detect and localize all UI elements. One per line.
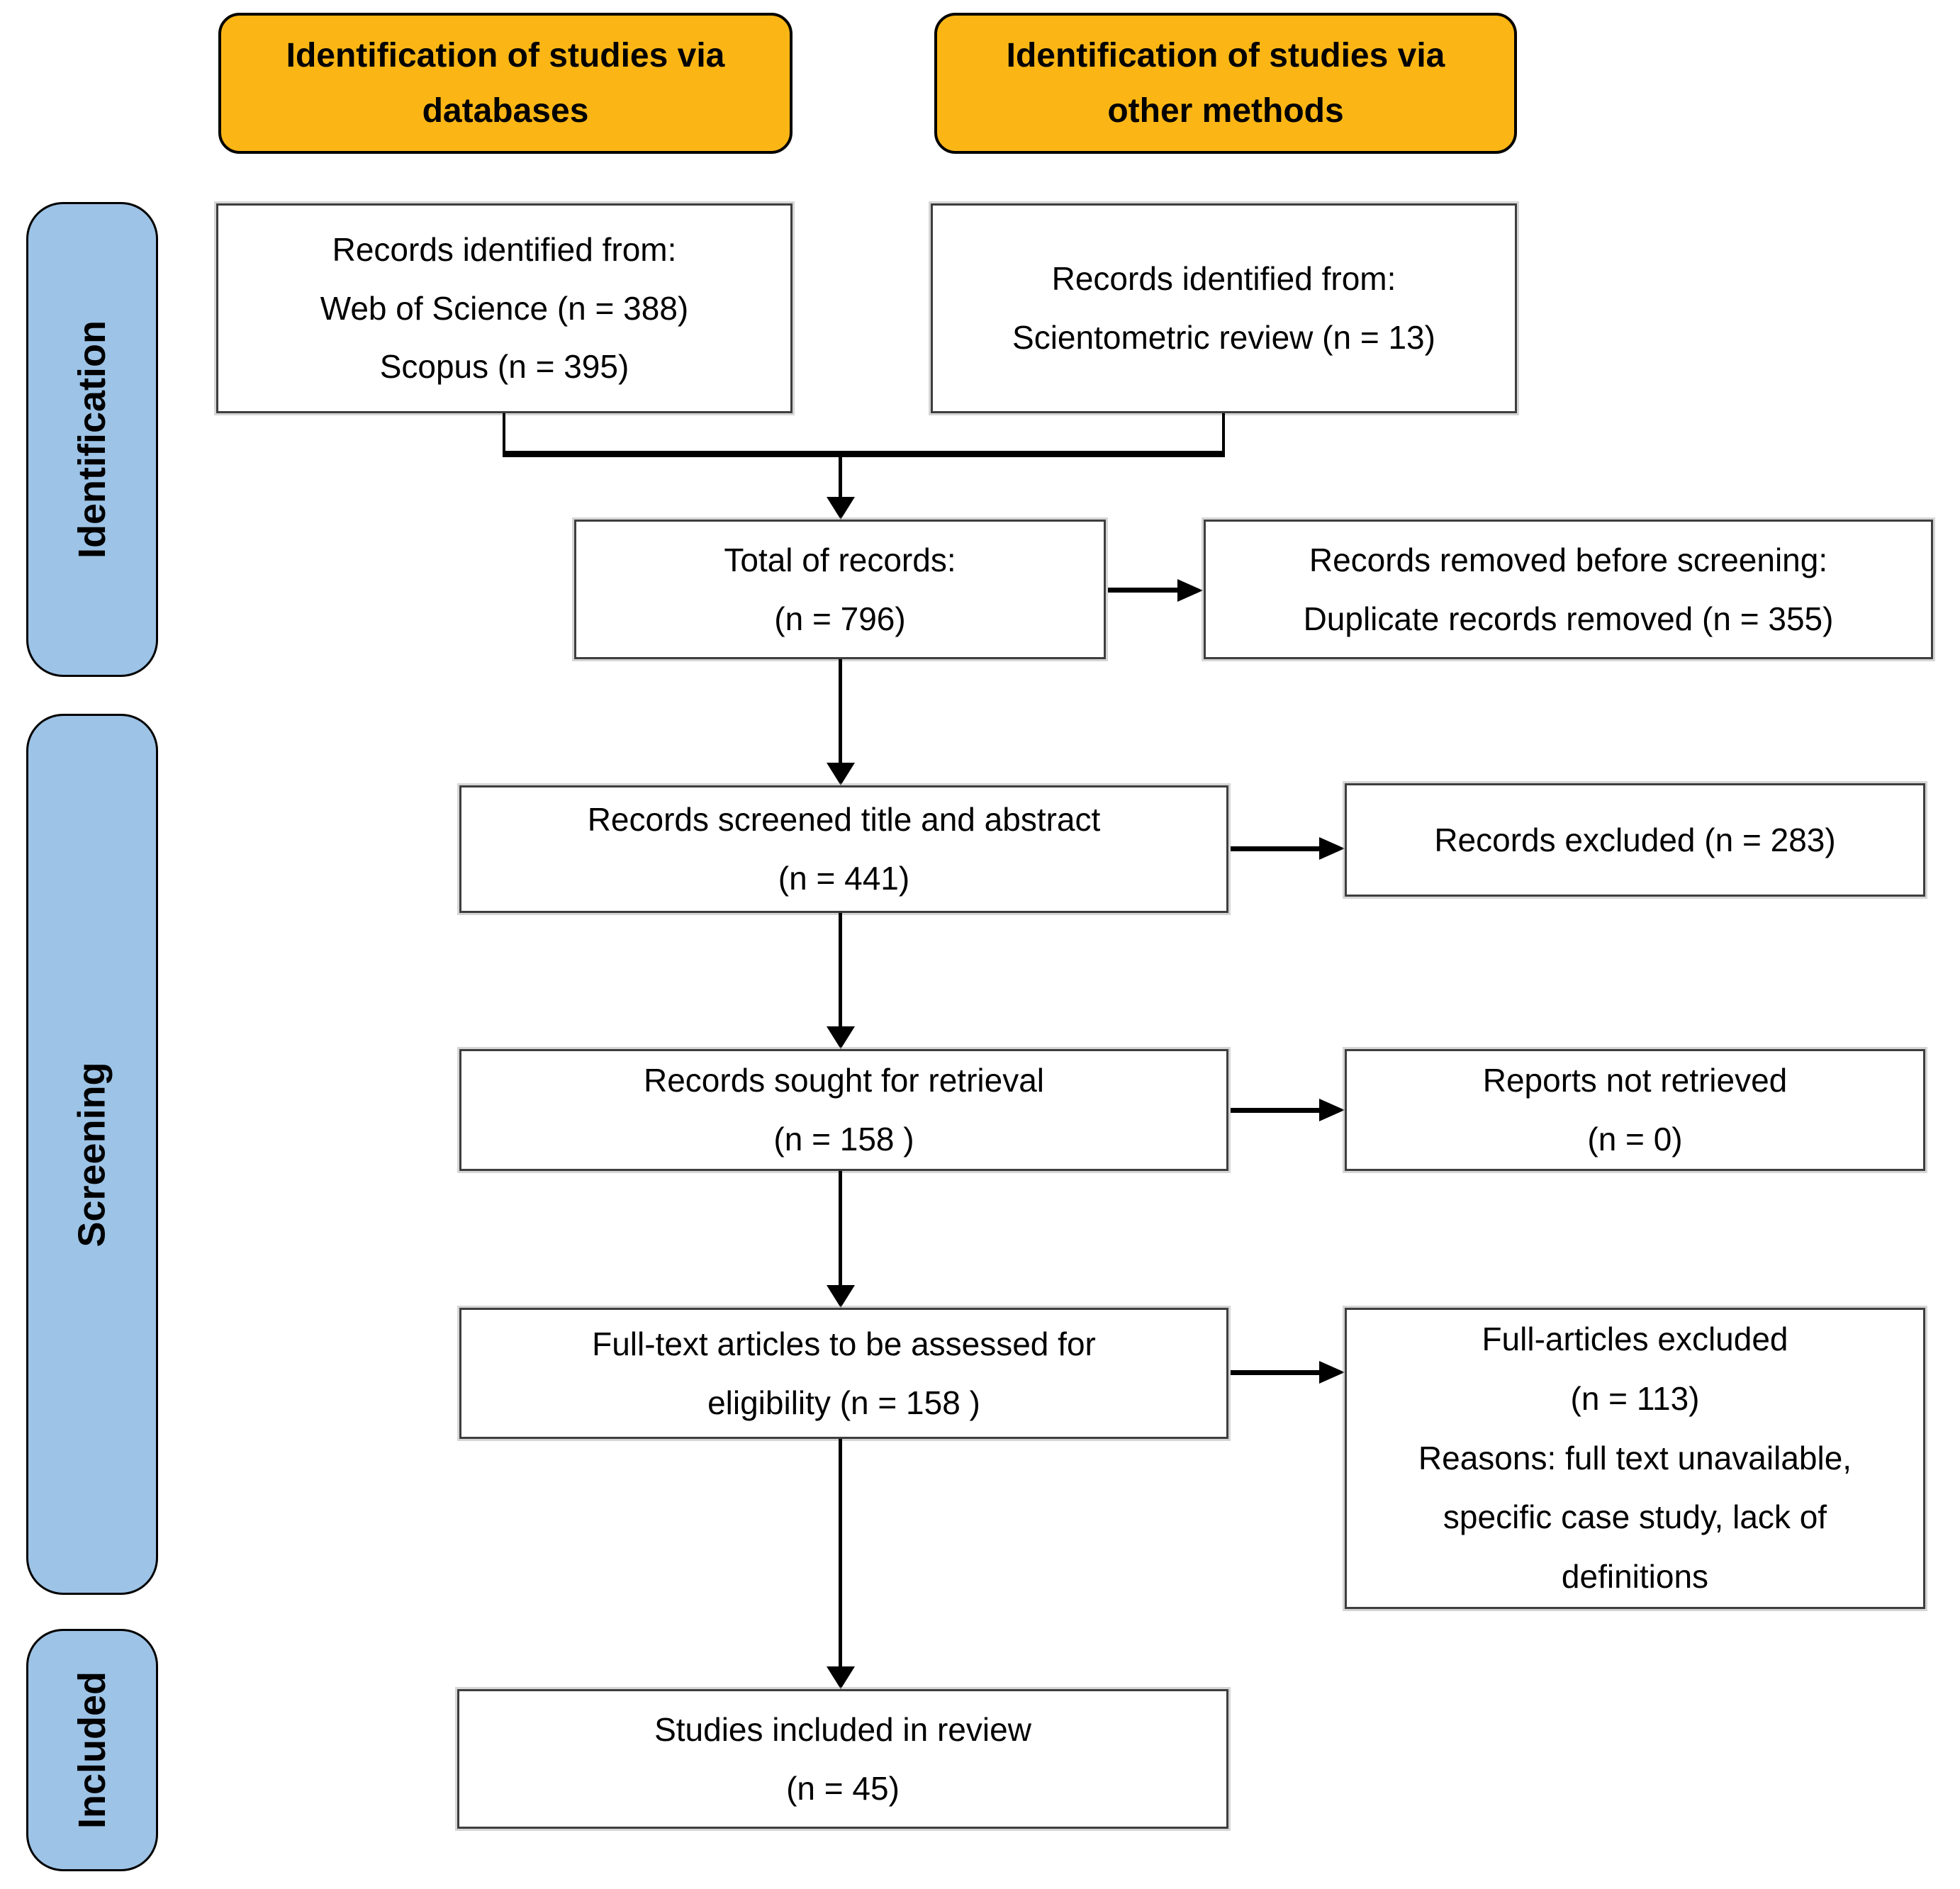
stage-screening-label: Screening (71, 1061, 113, 1248)
connector-stub-right (1222, 413, 1225, 454)
arrow-screened-to-excluded-head (1319, 837, 1345, 860)
arrow-screened-to-sought-head (827, 1026, 855, 1049)
arrow-merge-to-total-head (827, 497, 855, 520)
arrow-sought-to-fulltext-head (827, 1285, 855, 1308)
arrow-total-to-removed-line (1108, 588, 1179, 593)
stage-identification-label: Identification (71, 320, 113, 559)
box-fullarticles-excluded-text: Full-articles excluded (n = 113) Reasons… (1418, 1321, 1852, 1596)
stage-included-label: Included (71, 1671, 114, 1829)
arrow-sought-to-notretrieved-head (1319, 1099, 1345, 1121)
box-fulltext-assessed-text: Full-text articles to be assessed for el… (592, 1325, 1096, 1421)
box-records-removed: Records removed before screening: Duplic… (1204, 520, 1933, 659)
box-records-removed-text: Records removed before screening: Duplic… (1303, 541, 1834, 637)
header-identification-via-databases-text: Identification of studies via databases (286, 36, 725, 130)
box-records-sought-text: Records sought for retrieval (n = 158 ) (643, 1062, 1045, 1157)
box-total-records-text: Total of records: (n = 796) (724, 541, 956, 637)
box-records-excluded-text: Records excluded (n = 283) (1434, 821, 1836, 858)
connector-stub-left (503, 413, 505, 454)
arrow-fulltext-to-excluded-line (1231, 1370, 1320, 1375)
box-records-identified-databases: Records identified from: Web of Science … (216, 203, 793, 413)
arrow-total-to-removed-head (1177, 579, 1203, 602)
header-identification-via-databases: Identification of studies via databases (218, 13, 793, 154)
box-records-identified-other-text: Records identified from: Scientometric r… (1012, 260, 1435, 356)
box-total-records: Total of records: (n = 796) (574, 520, 1106, 659)
box-records-identified-other: Records identified from: Scientometric r… (931, 203, 1517, 413)
box-reports-not-retrieved-text: Reports not retrieved (n = 0) (1482, 1062, 1788, 1157)
arrow-screened-to-excluded-line (1231, 846, 1320, 851)
box-records-excluded: Records excluded (n = 283) (1345, 783, 1925, 897)
box-fulltext-assessed: Full-text articles to be assessed for el… (459, 1308, 1228, 1439)
stage-identification: Identification (26, 202, 158, 677)
box-records-screened-text: Records screened title and abstract (n =… (587, 801, 1101, 897)
header-identification-via-other-methods: Identification of studies via other meth… (934, 13, 1517, 154)
arrow-sought-to-fulltext-line (839, 1171, 842, 1286)
header-identification-via-other-methods-text: Identification of studies via other meth… (1006, 36, 1445, 130)
arrow-fulltext-to-included-head (827, 1666, 855, 1689)
arrow-screened-to-sought-line (839, 913, 842, 1028)
connector-merge-bar (503, 451, 1225, 457)
box-records-screened: Records screened title and abstract (n =… (459, 785, 1228, 913)
box-fullarticles-excluded: Full-articles excluded (n = 113) Reasons… (1345, 1308, 1925, 1609)
box-records-sought: Records sought for retrieval (n = 158 ) (459, 1049, 1228, 1171)
arrow-total-to-screened-head (827, 763, 855, 785)
stage-included: Included (26, 1629, 158, 1871)
arrow-merge-to-total-line (839, 457, 842, 498)
arrow-sought-to-notretrieved-line (1231, 1108, 1320, 1113)
arrow-total-to-screened-line (839, 659, 842, 764)
box-records-identified-databases-text: Records identified from: Web of Science … (320, 230, 689, 386)
box-reports-not-retrieved: Reports not retrieved (n = 0) (1345, 1049, 1925, 1171)
arrow-fulltext-to-excluded-head (1319, 1361, 1345, 1384)
stage-screening: Screening (26, 714, 158, 1595)
box-studies-included: Studies included in review (n = 45) (457, 1689, 1228, 1829)
arrow-fulltext-to-included-line (839, 1439, 842, 1667)
box-studies-included-text: Studies included in review (n = 45) (654, 1710, 1031, 1807)
